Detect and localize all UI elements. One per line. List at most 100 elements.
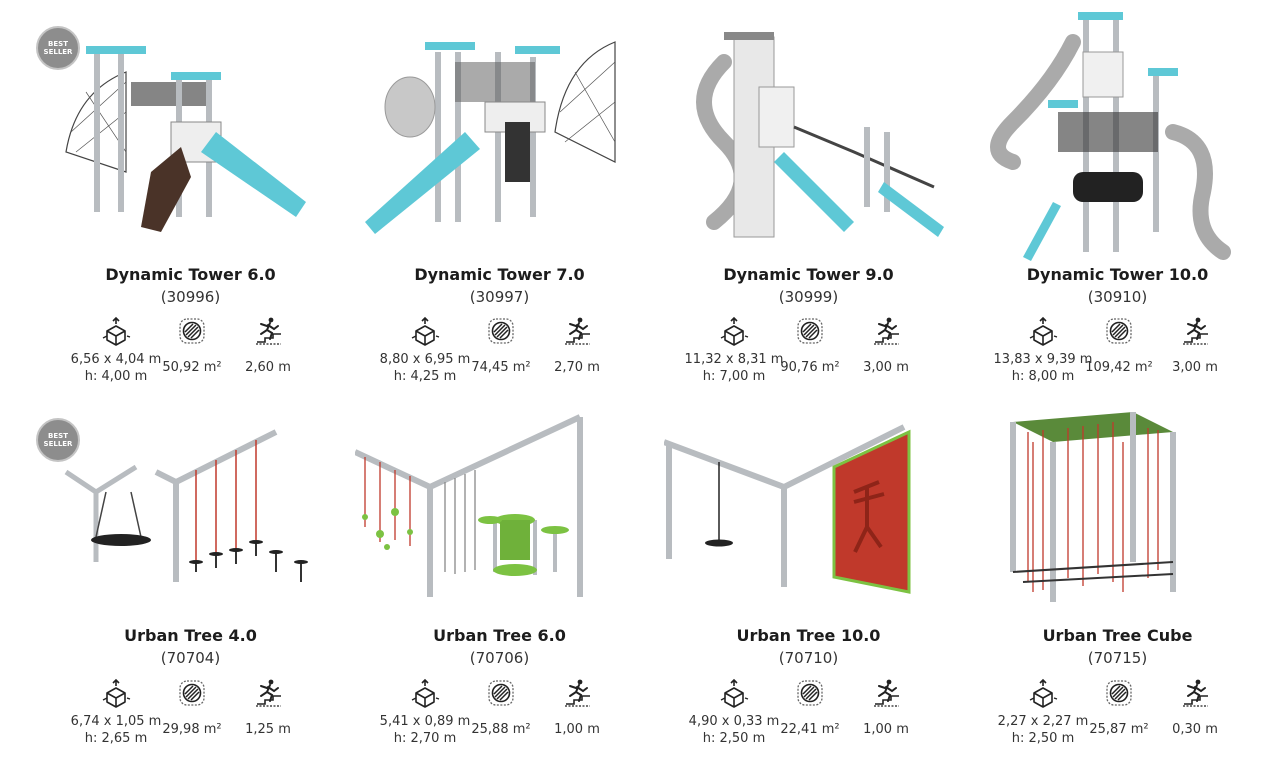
safety-area-icon bbox=[795, 678, 825, 708]
height-value: h: 2,70 m bbox=[393, 731, 457, 746]
tower-playground-image bbox=[365, 41, 616, 234]
product-card[interactable]: BEST SELLER Dynamic Tower 6.0 (30996) 6,… bbox=[36, 0, 345, 400]
fall-height-spec: 2,70 m bbox=[527, 316, 627, 376]
area-spec: 29,98 m² bbox=[142, 678, 242, 738]
dimensions-cube-icon bbox=[719, 316, 749, 346]
fall-height-icon bbox=[253, 678, 283, 708]
height-value: h: 8,00 m bbox=[1011, 369, 1075, 384]
fall-height-value: 0,30 m bbox=[1172, 722, 1218, 737]
product-specs: 2,27 x 2,27 m h: 2,50 m 25,87 m² 0,30 m bbox=[963, 678, 1272, 758]
product-name: Dynamic Tower 6.0 bbox=[105, 265, 276, 284]
product-name: Urban Tree Cube bbox=[1042, 626, 1193, 645]
dimensions-spec: 8,80 x 6,95 m h: 4,25 m bbox=[375, 316, 475, 385]
area-value: 109,42 m² bbox=[1085, 360, 1153, 375]
area-spec: 22,41 m² bbox=[760, 678, 860, 738]
product-card[interactable]: Dynamic Tower 7.0 (30997) 8,80 x 6,95 m h… bbox=[345, 0, 654, 400]
urban-tree-image bbox=[64, 429, 308, 582]
dimensions-value: 8,80 x 6,95 m bbox=[379, 352, 471, 367]
product-code: (70710) bbox=[778, 649, 839, 667]
dimensions-value: 2,27 x 2,27 m bbox=[997, 714, 1089, 729]
product-card[interactable]: Dynamic Tower 10.0 (30910) 13,83 x 9,39 … bbox=[963, 0, 1272, 400]
dimensions-cube-icon bbox=[410, 316, 440, 346]
area-value: 29,98 m² bbox=[162, 722, 222, 737]
product-code: (30997) bbox=[469, 288, 530, 306]
area-spec: 25,88 m² bbox=[451, 678, 551, 738]
fall-height-icon bbox=[871, 316, 901, 346]
product-code: (70706) bbox=[469, 649, 530, 667]
area-value: 25,87 m² bbox=[1089, 722, 1149, 737]
product-name: Urban Tree 6.0 bbox=[433, 626, 566, 645]
area-spec: 90,76 m² bbox=[760, 316, 860, 376]
product-name: Urban Tree 4.0 bbox=[124, 626, 257, 645]
product-code: (30996) bbox=[160, 288, 221, 306]
height-value: h: 2,65 m bbox=[84, 731, 148, 746]
dimensions-cube-icon bbox=[719, 678, 749, 708]
product-grid: BEST SELLER Dynamic Tower 6.0 (30996) 6,… bbox=[36, 0, 1272, 779]
dimensions-cube-icon bbox=[101, 316, 131, 346]
urban-tree-image bbox=[664, 424, 911, 594]
product-name: Urban Tree 10.0 bbox=[736, 626, 881, 645]
safety-area-icon bbox=[177, 316, 207, 346]
product-code: (70704) bbox=[160, 649, 221, 667]
best-seller-badge: BEST SELLER bbox=[36, 26, 80, 70]
fall-height-spec: 2,60 m bbox=[218, 316, 318, 376]
dimensions-cube-icon bbox=[410, 678, 440, 708]
product-code: (30910) bbox=[1087, 288, 1148, 306]
area-spec: 74,45 m² bbox=[451, 316, 551, 376]
height-value: h: 4,25 m bbox=[393, 369, 457, 384]
badge-text: BEST bbox=[48, 40, 68, 48]
fall-height-value: 1,25 m bbox=[245, 722, 291, 737]
dimensions-cube-icon bbox=[1028, 316, 1058, 346]
best-seller-badge: BEST SELLER bbox=[36, 418, 80, 462]
safety-area-icon bbox=[1104, 678, 1134, 708]
dimensions-value: 13,83 x 9,39 m bbox=[993, 352, 1093, 367]
safety-area-icon bbox=[177, 678, 207, 708]
safety-area-icon bbox=[486, 678, 516, 708]
fall-height-spec: 1,00 m bbox=[527, 678, 627, 738]
safety-area-icon bbox=[486, 316, 516, 346]
dimensions-spec: 2,27 x 2,27 m h: 2,50 m bbox=[993, 678, 1093, 747]
dimensions-spec: 13,83 x 9,39 m h: 8,00 m bbox=[993, 316, 1093, 385]
height-value: h: 4,00 m bbox=[84, 369, 148, 384]
product-name: Dynamic Tower 10.0 bbox=[1026, 265, 1209, 284]
dimensions-cube-icon bbox=[1028, 678, 1058, 708]
dimensions-value: 6,74 x 1,05 m bbox=[70, 714, 162, 729]
fall-height-spec: 1,00 m bbox=[836, 678, 936, 738]
dimensions-cube-icon bbox=[101, 678, 131, 708]
area-spec: 25,87 m² bbox=[1069, 678, 1169, 738]
product-name: Dynamic Tower 7.0 bbox=[414, 265, 585, 284]
product-specs: 6,74 x 1,05 m h: 2,65 m 29,98 m² 1,25 m bbox=[36, 678, 345, 758]
area-value: 74,45 m² bbox=[471, 360, 531, 375]
dimensions-spec: 6,74 x 1,05 m h: 2,65 m bbox=[66, 678, 166, 747]
product-card[interactable]: Dynamic Tower 9.0 (30999) 11,32 x 8,31 m… bbox=[654, 0, 963, 400]
fall-height-value: 3,00 m bbox=[863, 360, 909, 375]
fall-height-value: 2,60 m bbox=[245, 360, 291, 375]
fall-height-spec: 0,30 m bbox=[1145, 678, 1245, 738]
product-card[interactable]: BEST SELLER Urban Tree 4.0 (70704) 6,74 … bbox=[36, 400, 345, 779]
urban-tree-image bbox=[355, 414, 583, 597]
product-specs: 8,80 x 6,95 m h: 4,25 m 74,45 m² 2,70 m bbox=[345, 316, 654, 396]
area-value: 22,41 m² bbox=[780, 722, 840, 737]
fall-height-icon bbox=[1180, 316, 1210, 346]
fall-height-value: 1,00 m bbox=[554, 722, 600, 737]
product-code: (30999) bbox=[778, 288, 839, 306]
height-value: h: 2,50 m bbox=[1011, 731, 1075, 746]
badge-text: SELLER bbox=[43, 48, 73, 56]
area-value: 50,92 m² bbox=[162, 360, 222, 375]
fall-height-icon bbox=[562, 316, 592, 346]
tower-playground-image bbox=[696, 32, 944, 238]
fall-height-spec: 3,00 m bbox=[836, 316, 936, 376]
tower-playground-image bbox=[990, 12, 1231, 261]
area-value: 25,88 m² bbox=[471, 722, 531, 737]
fall-height-value: 2,70 m bbox=[554, 360, 600, 375]
